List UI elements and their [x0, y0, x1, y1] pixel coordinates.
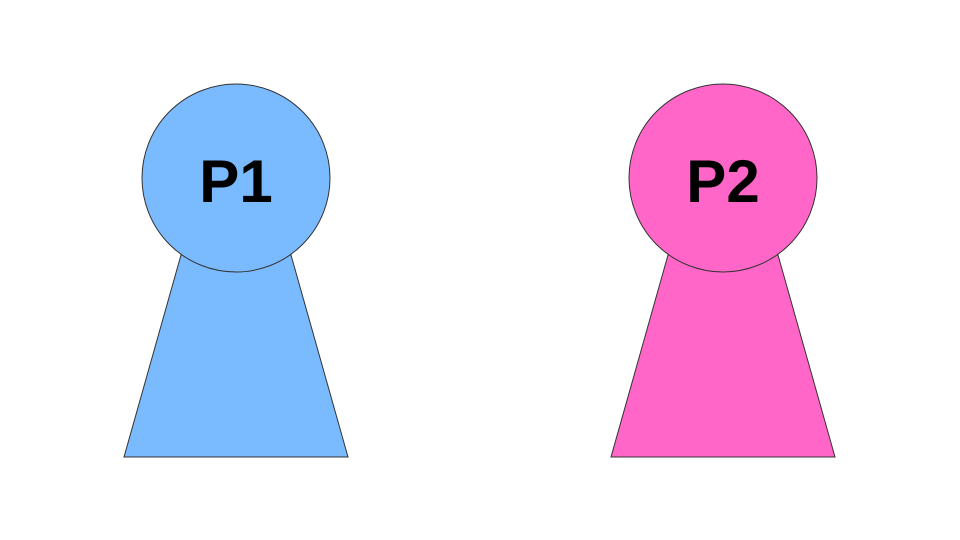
player-1-pawn: P1: [123, 83, 349, 458]
player-2-pawn-head: [628, 83, 818, 273]
player-1-label: P1: [199, 148, 272, 215]
player-1-pawn-body: [123, 254, 349, 458]
player-2-pawn: P2: [610, 83, 836, 458]
player-2-label: P2: [686, 148, 759, 215]
player-2-pawn-body: [610, 254, 836, 458]
player-1-pawn-head: [141, 83, 331, 273]
